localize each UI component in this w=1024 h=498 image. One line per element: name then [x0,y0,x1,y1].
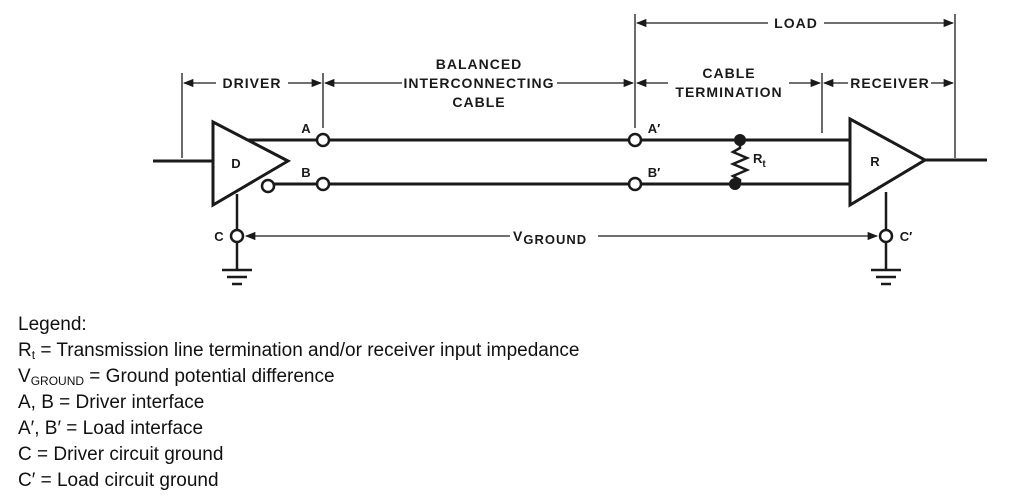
legend-description: = Transmission line termination and/or r… [35,340,580,361]
legend-description: = Ground potential difference [84,366,335,387]
node-b-label: B [301,165,310,180]
receiver-label: RECEIVER [850,75,930,91]
cable-label-line2: INTERCONNECTING [403,75,554,91]
node-a-label: A [301,121,311,136]
termination-resistor [729,140,751,184]
terminal-c [229,228,245,244]
terminal-a-prime [627,132,643,148]
load-label: LOAD [774,15,818,31]
driver-label: DRIVER [223,75,282,91]
legend-symbol: A, B [18,392,54,413]
resistor-junction-top [734,134,746,146]
driver-triangle [211,119,292,208]
legend-symbol-subscript: GROUND [30,374,85,388]
resistor-junction-bottom [729,178,741,190]
terminal-c-prime [878,228,894,244]
legend-symbol-subscript: t [31,348,36,362]
legend-symbol: C [18,444,32,465]
legend-title: Legend: [18,314,87,335]
legend-symbol: A′, B′ [18,418,62,439]
vground-label: VGROUND [513,228,587,247]
driver-symbol: D [231,156,240,171]
cable-label-line1: BALANCED [436,56,523,72]
driver-inverting-bubble [260,178,276,194]
vground-label-main: V [513,228,523,244]
cable-label-line3: CABLE [452,94,505,110]
terminal-a [315,132,331,148]
legend: Legend: Rt = Transmission line terminati… [18,312,580,494]
receiver-symbol: R [870,154,880,169]
legend-item: Rt = Transmission line termination and/o… [18,338,580,364]
node-c-prime-label: C′ [900,229,913,244]
legend-item: A, B = Driver interface [18,390,580,416]
resistor-label-main: R [753,151,763,166]
legend-description: = Load circuit ground [35,470,219,491]
legend-item: C = Driver circuit ground [18,442,580,468]
resistor-label-sub: t [762,159,766,170]
legend-symbol: R [18,340,32,361]
node-b-prime-label: B′ [648,165,661,180]
resistor-label: Rt [753,151,766,170]
legend-item: A′, B′ = Load interface [18,416,580,442]
termination-label-line1: CABLE [702,65,755,81]
legend-description: = Driver circuit ground [31,444,224,465]
legend-symbol: C′ [18,470,36,491]
termination-label-line2: TERMINATION [675,84,782,100]
node-c-label: C [214,229,224,244]
legend-symbol: V [18,366,31,387]
terminal-b [315,176,331,192]
legend-description: = Driver interface [53,392,205,413]
receiver-triangle [848,116,929,208]
node-a-prime-label: A′ [648,121,661,136]
vground-label-sub: GROUND [523,232,587,247]
legend-item: VGROUND = Ground potential difference [18,364,580,390]
legend-item: C′ = Load circuit ground [18,468,580,494]
terminal-b-prime [627,176,643,192]
legend-description: = Load interface [61,418,204,439]
circuit-diagram: LOAD DRIVER BALANCED INTERCONNECTING CAB… [153,14,987,286]
